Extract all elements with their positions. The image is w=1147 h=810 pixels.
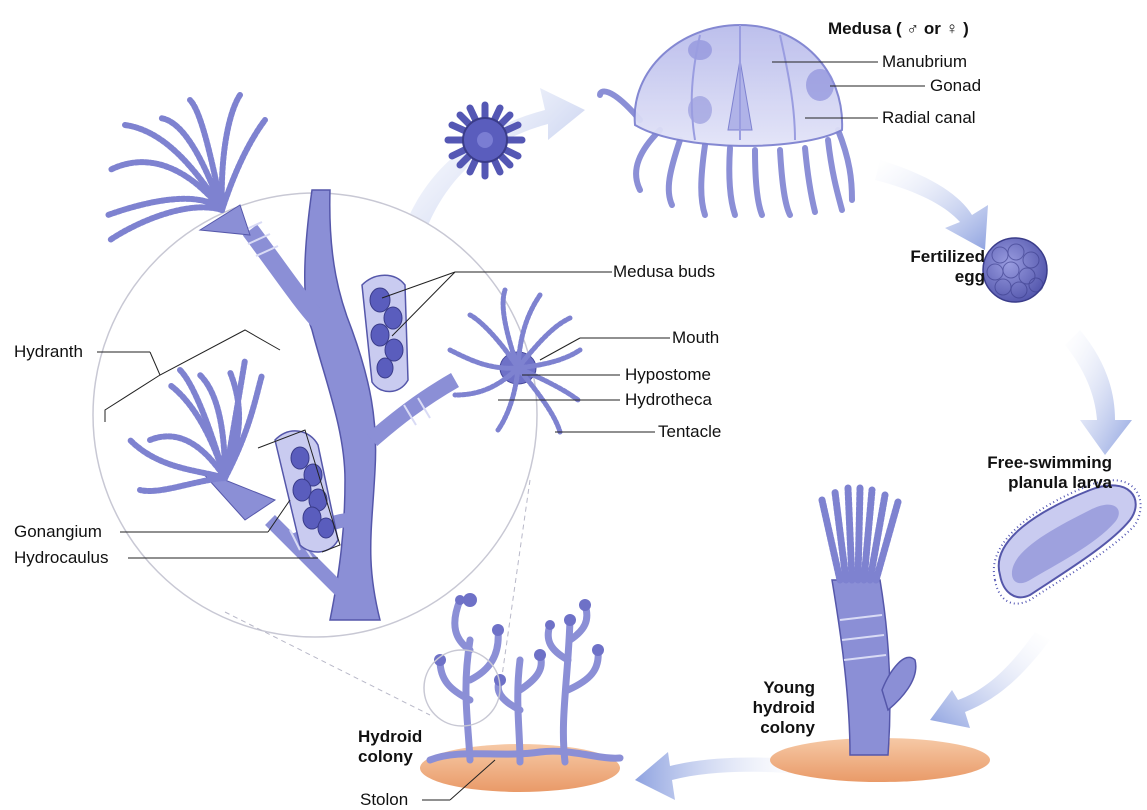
medusa xyxy=(600,25,852,215)
fertilized-egg-label-line1: Fertilized xyxy=(910,247,985,266)
cycle-arrow-to-egg xyxy=(875,160,988,250)
hypostome-label: Hypostome xyxy=(625,365,711,384)
hydranth-top xyxy=(108,95,265,240)
hydrotheca-label: Hydrotheca xyxy=(625,390,712,409)
young-colony-label-line3: colony xyxy=(760,718,815,737)
planula-label-line1: Free-swimming xyxy=(987,453,1112,472)
hydrocaulus-label: Hydrocaulus xyxy=(14,548,109,567)
fertilized-egg xyxy=(983,238,1047,302)
medusa-label: Medusa ( ♂ or ♀ ) xyxy=(828,19,969,38)
hydroid-colony-label-line1: Hydroid xyxy=(358,727,422,746)
mouth-label: Mouth xyxy=(672,328,719,347)
planula-larva xyxy=(994,480,1141,603)
young-hydroid-colony xyxy=(770,488,990,782)
gonad-label: Gonad xyxy=(930,76,981,95)
cycle-arrow-to-young-colony xyxy=(930,632,1050,728)
manubrium-label: Manubrium xyxy=(882,52,967,71)
gonangium-label: Gonangium xyxy=(14,522,102,541)
radial-canal-label: Radial canal xyxy=(882,108,976,127)
hydroid-colony-label-line2: colony xyxy=(358,747,413,766)
young-colony-label-line2: hydroid xyxy=(753,698,815,717)
hydroid-colony xyxy=(420,593,620,792)
fertilized-egg-label-line2: egg xyxy=(955,267,985,286)
young-colony-label-line1: Young xyxy=(763,678,815,697)
cycle-arrow-to-planula xyxy=(1065,330,1132,455)
planula-label-line2: planula larva xyxy=(1008,473,1112,492)
medusa-buds-label: Medusa buds xyxy=(613,262,715,281)
hydranth-label: Hydranth xyxy=(14,342,83,361)
young-medusa xyxy=(448,105,522,176)
tentacle-label: Tentacle xyxy=(658,422,721,441)
stolon-label: Stolon xyxy=(360,790,408,809)
